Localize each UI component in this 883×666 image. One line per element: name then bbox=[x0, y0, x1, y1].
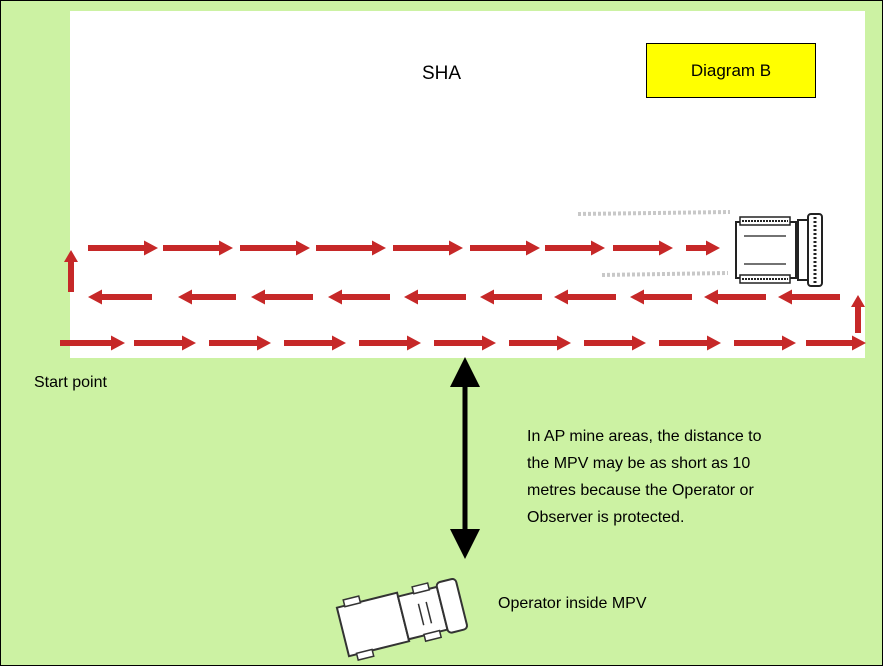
distance-note-line: metres because the Operator or bbox=[527, 482, 754, 499]
demining-machine-icon bbox=[735, 213, 823, 287]
path-arrow-right bbox=[209, 335, 271, 351]
operator-label: Operator inside MPV bbox=[498, 595, 647, 612]
path-arrow-left bbox=[178, 289, 236, 305]
path-arrow-right bbox=[163, 240, 233, 256]
path-arrow-right bbox=[613, 240, 673, 256]
distance-note-line: In AP mine areas, the distance to bbox=[527, 428, 762, 445]
path-arrow-right bbox=[393, 240, 463, 256]
path-arrow-right bbox=[734, 335, 796, 351]
diagram-badge-text: Diagram B bbox=[690, 60, 772, 80]
path-arrow-left bbox=[480, 289, 542, 305]
path-arrow-left bbox=[328, 289, 390, 305]
mpv-vehicle-icon bbox=[335, 578, 469, 661]
path-arrow-right bbox=[134, 335, 196, 351]
clearance-path-arrows bbox=[60, 240, 866, 351]
distance-note: In AP mine areas, the distance to the MP… bbox=[527, 423, 857, 531]
path-arrow-right bbox=[584, 335, 646, 351]
path-arrow-left bbox=[704, 289, 766, 305]
distance-note-line: Observer is protected. bbox=[527, 509, 685, 526]
dust-trail-icon bbox=[577, 210, 731, 277]
path-arrow-right bbox=[284, 335, 346, 351]
path-arrow-up bbox=[851, 295, 865, 333]
path-arrow-right bbox=[509, 335, 571, 351]
path-arrow-right bbox=[60, 335, 125, 351]
path-arrow-right bbox=[545, 240, 605, 256]
path-arrow-right bbox=[240, 240, 310, 256]
path-arrow-left bbox=[630, 289, 692, 305]
path-arrow-right bbox=[316, 240, 386, 256]
diagram-badge: Diagram B bbox=[646, 43, 816, 98]
path-arrow-right bbox=[806, 335, 866, 351]
path-arrow-left bbox=[88, 289, 152, 305]
path-arrow-left bbox=[554, 289, 616, 305]
path-arrow-right bbox=[659, 335, 721, 351]
path-arrow-left bbox=[251, 289, 313, 305]
path-arrow-right bbox=[88, 240, 158, 256]
path-arrow-left bbox=[778, 289, 840, 305]
path-arrow-right bbox=[686, 240, 720, 256]
path-arrow-right bbox=[434, 335, 496, 351]
distance-note-line: the MPV may be as short as 10 bbox=[527, 455, 751, 472]
path-arrow-up bbox=[64, 250, 78, 292]
area-label: SHA bbox=[421, 63, 462, 84]
start-point-label: Start point bbox=[34, 374, 107, 391]
path-arrow-right bbox=[359, 335, 421, 351]
path-arrow-right bbox=[470, 240, 540, 256]
path-arrow-left bbox=[404, 289, 466, 305]
